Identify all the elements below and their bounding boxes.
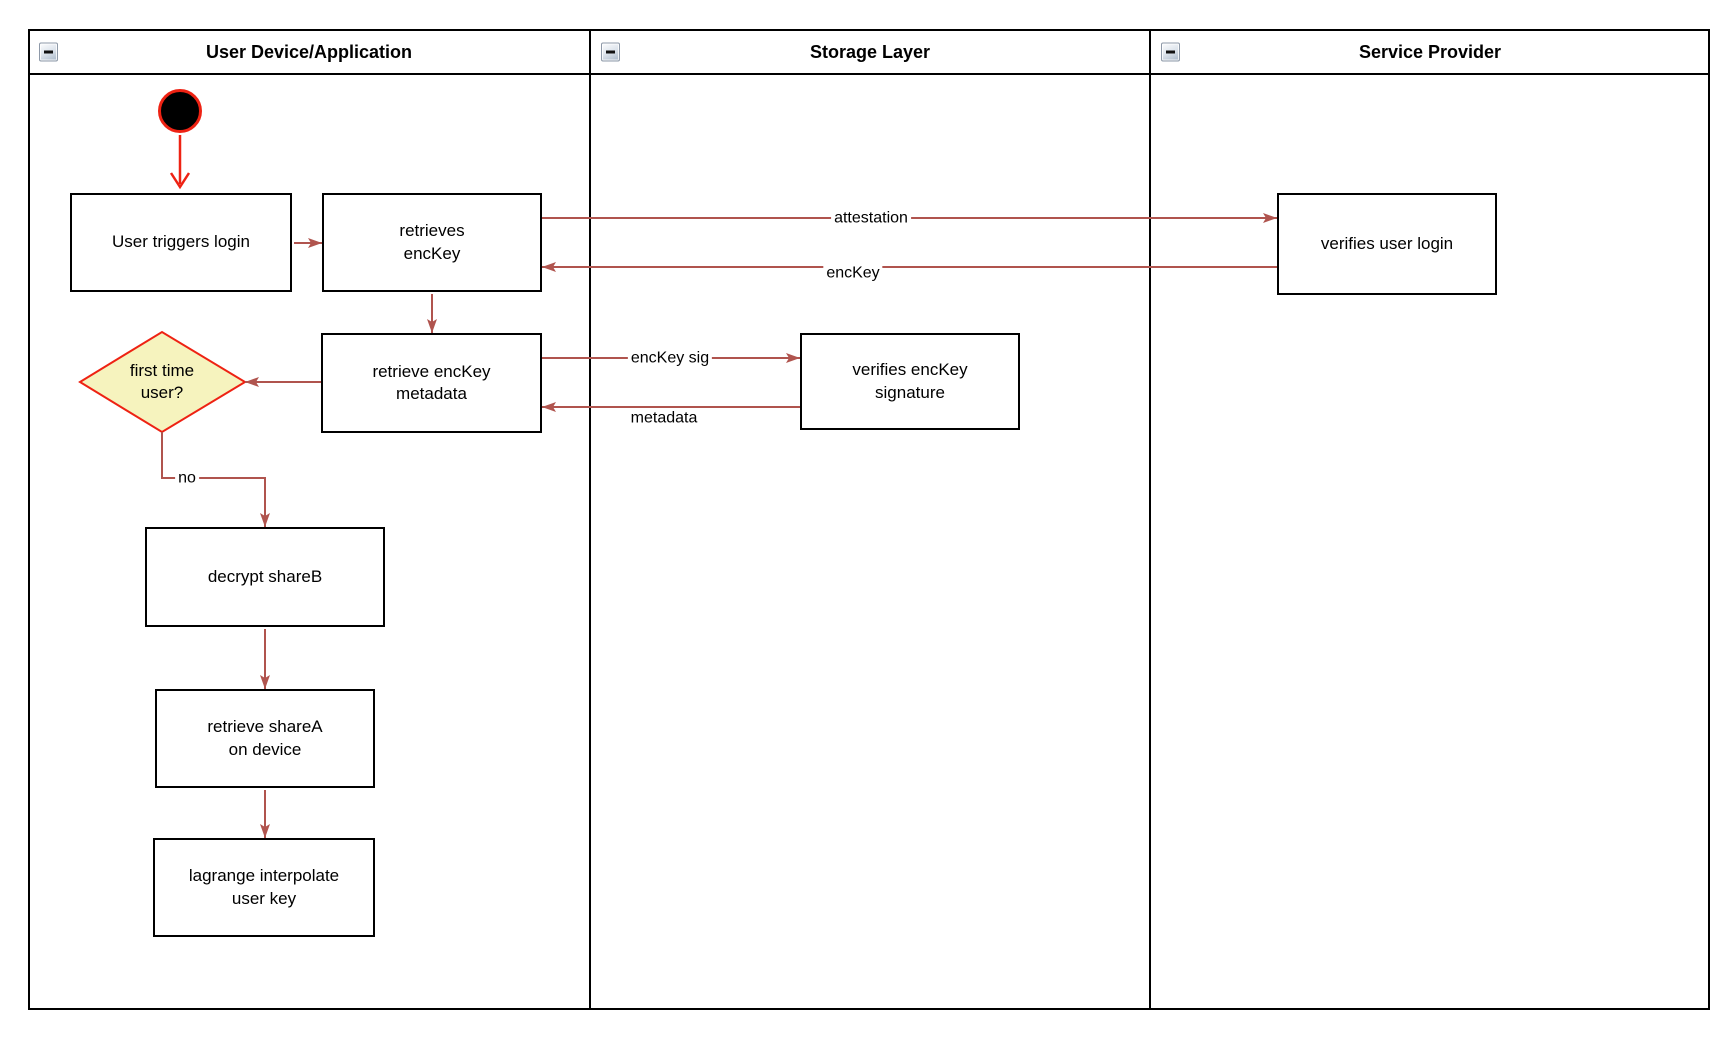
lane-header-user-device: User Device/Application bbox=[30, 31, 588, 73]
node-label: lagrange interpolate user key bbox=[188, 866, 340, 908]
node-label: retrieve shareA on device bbox=[207, 717, 323, 759]
lane-title: User Device/Application bbox=[205, 41, 413, 62]
lane-header-storage-layer: Storage Layer bbox=[592, 31, 1148, 73]
node-lagrange-interpolate-user-key: lagrange interpolate user key bbox=[153, 838, 375, 937]
node-label: User triggers login bbox=[112, 232, 250, 252]
node-label: retrieves encKey bbox=[399, 221, 465, 263]
edge-label-enckey: encKey bbox=[823, 263, 883, 283]
lane-title: Service Provider bbox=[1358, 41, 1502, 62]
node-label: verifies encKey signature bbox=[852, 360, 968, 402]
node-retrieve-sharea-on-device: retrieve shareA on device bbox=[155, 689, 375, 788]
lane-header-service-provider: Service Provider bbox=[1152, 31, 1708, 73]
minus-icon bbox=[606, 50, 615, 54]
collapse-lane-button[interactable] bbox=[601, 42, 620, 62]
decision-label-first-time-user: first time user? bbox=[129, 360, 195, 402]
minus-icon bbox=[1166, 50, 1175, 54]
header-divider-line bbox=[28, 73, 1710, 75]
lane-separator-2 bbox=[1149, 29, 1151, 1010]
start-node bbox=[158, 89, 202, 133]
lane-separator-1 bbox=[589, 29, 591, 1010]
node-label: verifies user login bbox=[1320, 233, 1454, 253]
minus-icon bbox=[44, 50, 53, 54]
collapse-lane-button[interactable] bbox=[1161, 42, 1180, 62]
node-verifies-user-login: verifies user login bbox=[1277, 193, 1497, 295]
node-user-triggers-login: User triggers login bbox=[70, 193, 292, 292]
edge-label-metadata: metadata bbox=[627, 408, 701, 428]
collapse-lane-button[interactable] bbox=[39, 42, 58, 62]
edge-label-attestation: attestation bbox=[831, 208, 911, 228]
node-verifies-enckey-signature: verifies encKey signature bbox=[800, 333, 1020, 430]
node-label: decrypt shareB bbox=[207, 566, 323, 586]
edge-label-no: no bbox=[175, 468, 199, 488]
node-label: retrieve encKey metadata bbox=[372, 361, 491, 403]
node-retrieves-enckey: retrieves encKey bbox=[322, 193, 542, 292]
lane-title: Storage Layer bbox=[809, 41, 931, 62]
node-decrypt-shareb: decrypt shareB bbox=[145, 527, 385, 627]
node-retrieve-enckey-metadata: retrieve encKey metadata bbox=[321, 333, 542, 433]
edge-label-enckey-sig: encKey sig bbox=[627, 348, 713, 368]
